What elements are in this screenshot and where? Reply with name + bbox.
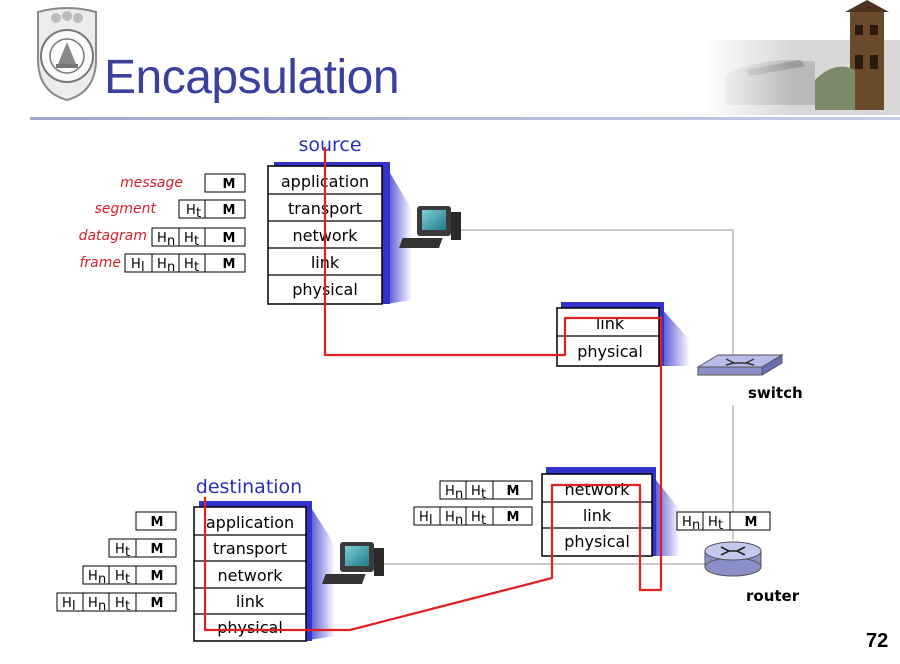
svg-text:t: t <box>481 513 486 528</box>
fr-Ht: H <box>184 257 194 272</box>
svg-text:M: M <box>151 515 164 530</box>
svg-text:H: H <box>471 510 481 525</box>
rt-layer-network: network <box>565 480 631 499</box>
switch-icon <box>696 354 784 376</box>
dst-layer-network: network <box>218 566 284 585</box>
seg-M: M <box>223 203 236 218</box>
svg-text:M: M <box>745 515 758 530</box>
pdu-message-label: message <box>120 175 183 191</box>
dg-Hn-sub: n <box>167 234 175 249</box>
router-header-boxes <box>413 480 771 531</box>
svg-text:H: H <box>115 542 125 557</box>
destination-label: destination <box>196 476 302 498</box>
svg-text:n: n <box>455 487 463 502</box>
dg-Ht-sub: t <box>194 234 199 249</box>
router-icon <box>704 541 762 577</box>
university-seal-icon <box>37 7 97 102</box>
svg-text:l: l <box>429 513 433 528</box>
seg-Ht-sub: t <box>196 206 201 221</box>
svg-text:M: M <box>151 569 164 584</box>
svg-text:H: H <box>471 484 481 499</box>
page-number: 72 <box>866 630 889 652</box>
svg-text:M: M <box>507 510 520 525</box>
dst-layer-transport: transport <box>213 539 287 558</box>
rt-layer-physical: physical <box>564 532 630 551</box>
svg-text:t: t <box>481 487 486 502</box>
packet-path <box>203 147 663 632</box>
pdu-segment-label: segment <box>95 201 157 217</box>
msg-M: M <box>223 177 236 192</box>
svg-text:M: M <box>151 542 164 557</box>
computer-icon <box>398 206 461 248</box>
dg-Ht: H <box>184 231 194 246</box>
svg-text:l: l <box>72 599 76 614</box>
source-label: source <box>298 134 361 156</box>
dg-Hn: H <box>157 231 167 246</box>
dg-M: M <box>223 231 236 246</box>
svg-text:t: t <box>125 572 130 587</box>
router-protocol-stack: network link physical <box>541 467 680 557</box>
sw-layer-link: link <box>596 314 625 333</box>
svg-text:n: n <box>692 518 700 533</box>
fr-Hl: H <box>131 257 141 272</box>
svg-text:n: n <box>98 572 106 587</box>
router-label: router <box>746 587 800 605</box>
svg-text:M: M <box>507 484 520 499</box>
source-protocol-stack: application transport network link physi… <box>267 162 412 305</box>
dst-layer-application: application <box>206 513 294 532</box>
svg-text:t: t <box>125 599 130 614</box>
dst-layer-physical: physical <box>217 618 283 637</box>
svg-text:t: t <box>718 518 723 533</box>
svg-text:H: H <box>62 596 72 611</box>
svg-text:H: H <box>115 596 125 611</box>
svg-text:H: H <box>419 510 429 525</box>
svg-text:H: H <box>115 569 125 584</box>
fr-Hl-sub: l <box>141 260 145 275</box>
fr-Hn: H <box>157 257 167 272</box>
fr-Hn-sub: n <box>167 260 175 275</box>
svg-text:M: M <box>151 596 164 611</box>
svg-text:t: t <box>125 545 130 560</box>
svg-text:H: H <box>708 515 718 530</box>
title-underline <box>30 117 900 120</box>
svg-text:n: n <box>455 513 463 528</box>
slide-title: Encapsulation <box>104 51 400 104</box>
fr-M: M <box>223 257 236 272</box>
destination-protocol-stack: application transport network link physi… <box>193 501 335 642</box>
switch-label: switch <box>748 384 803 402</box>
svg-text:H: H <box>88 569 98 584</box>
svg-text:n: n <box>98 599 106 614</box>
svg-text:H: H <box>445 510 455 525</box>
pdu-frame-label: frame <box>79 255 121 271</box>
sw-layer-physical: physical <box>577 342 643 361</box>
svg-text:H: H <box>682 515 692 530</box>
seg-Ht: H <box>186 203 196 218</box>
svg-text:H: H <box>445 484 455 499</box>
svg-text:H: H <box>88 596 98 611</box>
dst-layer-link: link <box>236 592 265 611</box>
fr-Ht-sub: t <box>194 260 199 275</box>
pdu-datagram-label: datagram <box>79 228 147 244</box>
rt-layer-link: link <box>583 506 612 525</box>
destination-header-boxes <box>56 511 177 612</box>
source-header-boxes <box>124 173 246 273</box>
switch-protocol-stack: link physical <box>556 302 690 367</box>
computer-icon <box>321 542 384 584</box>
campus-building-icon <box>705 0 900 115</box>
